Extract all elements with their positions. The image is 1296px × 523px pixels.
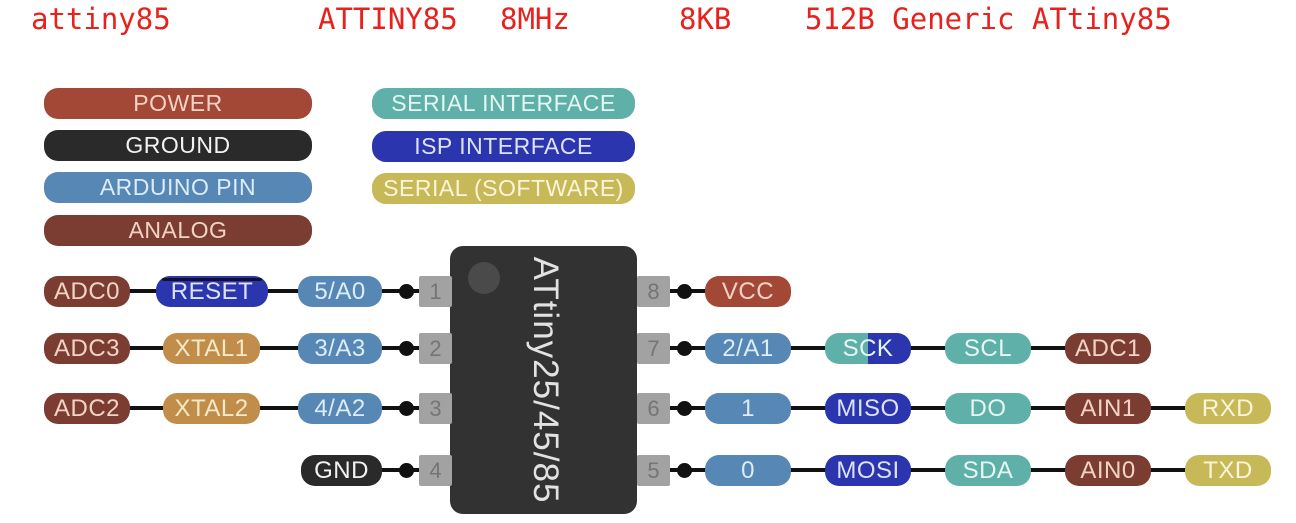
junction-dot-pin2	[399, 341, 414, 356]
pin-pill-4-a2: 4/A2	[298, 393, 382, 424]
pin-pill-mosi: MOSI	[825, 455, 911, 486]
legend-pill-arduino-pin: ARDUINO PIN	[44, 172, 312, 203]
pin-pill-label: RESET	[170, 277, 254, 305]
junction-dot-pin5	[677, 463, 692, 478]
header-text-flash: 8KB	[679, 2, 732, 36]
header-text-eeprom-variant: 512B Generic ATtiny85	[805, 2, 1172, 36]
legend-pill-serial-software: SERIAL (SOFTWARE)	[372, 173, 635, 204]
pin-pill-rxd: RXD	[1185, 393, 1271, 424]
pin-pill-ain0: AIN0	[1065, 455, 1151, 486]
pin-pill-scl: SCL	[945, 333, 1031, 364]
header-text-board-name: attiny85	[31, 2, 171, 36]
pin-pad-8: 8	[637, 276, 670, 307]
pin-pill-gnd: GND	[301, 455, 382, 486]
chip-pin1-marker-dot	[468, 262, 500, 294]
pin-pill-adc3: ADC3	[44, 333, 130, 364]
junction-dot-pin4	[399, 463, 414, 478]
legend-pill-serial-interface: SERIAL INTERFACE	[372, 88, 635, 119]
pin-pill-reset: RESET	[156, 276, 268, 307]
pin-pill-1: 1	[705, 393, 791, 424]
header-text-mcu: ATTINY85	[318, 2, 458, 36]
junction-dot-pin1	[399, 284, 414, 299]
pin-pill-adc1: ADC1	[1065, 333, 1151, 364]
pin-pad-1: 1	[419, 276, 452, 307]
pin-pill-do: DO	[945, 393, 1031, 424]
pin-pill-xtal2: XTAL2	[163, 393, 260, 424]
pin-pill-adc2: ADC2	[44, 393, 130, 424]
pin-pill-3-a3: 3/A3	[298, 333, 382, 364]
legend-pill-isp-interface: ISP INTERFACE	[372, 131, 635, 162]
chip-label: ATtiny25/45/85	[526, 256, 565, 504]
pin-pad-3: 3	[419, 393, 452, 424]
reset-overline	[162, 278, 262, 281]
junction-dot-pin8	[677, 284, 692, 299]
pin-pill-sda: SDA	[945, 455, 1031, 486]
pin-pill-txd: TXD	[1185, 455, 1271, 486]
junction-dot-pin6	[677, 401, 692, 416]
pin-pill-adc0: ADC0	[44, 276, 130, 307]
pin-pill-sck: SCK	[825, 333, 911, 364]
pin-pill-0: 0	[705, 455, 791, 486]
legend-pill-analog: ANALOG	[44, 215, 312, 246]
pin-pad-5: 5	[637, 455, 670, 486]
pin-pill-vcc: VCC	[705, 276, 791, 307]
header-text-clock: 8MHz	[500, 2, 570, 36]
pin-pill-xtal1: XTAL1	[163, 333, 260, 364]
pin-pill-2-a1: 2/A1	[705, 333, 791, 364]
legend-pill-ground: GROUND	[44, 130, 312, 161]
pin-pad-4: 4	[419, 455, 452, 486]
wire-pin4-left	[340, 468, 425, 472]
junction-dot-pin3	[399, 401, 414, 416]
junction-dot-pin7	[677, 341, 692, 356]
pin-pad-6: 6	[637, 393, 670, 424]
legend-pill-power: POWER	[44, 88, 312, 119]
pin-pill-5-a0: 5/A0	[298, 276, 382, 307]
pin-pill-ain1: AIN1	[1065, 393, 1151, 424]
pin-pad-2: 2	[419, 333, 452, 364]
pin-pad-7: 7	[637, 333, 670, 364]
pin-pill-miso: MISO	[825, 393, 911, 424]
